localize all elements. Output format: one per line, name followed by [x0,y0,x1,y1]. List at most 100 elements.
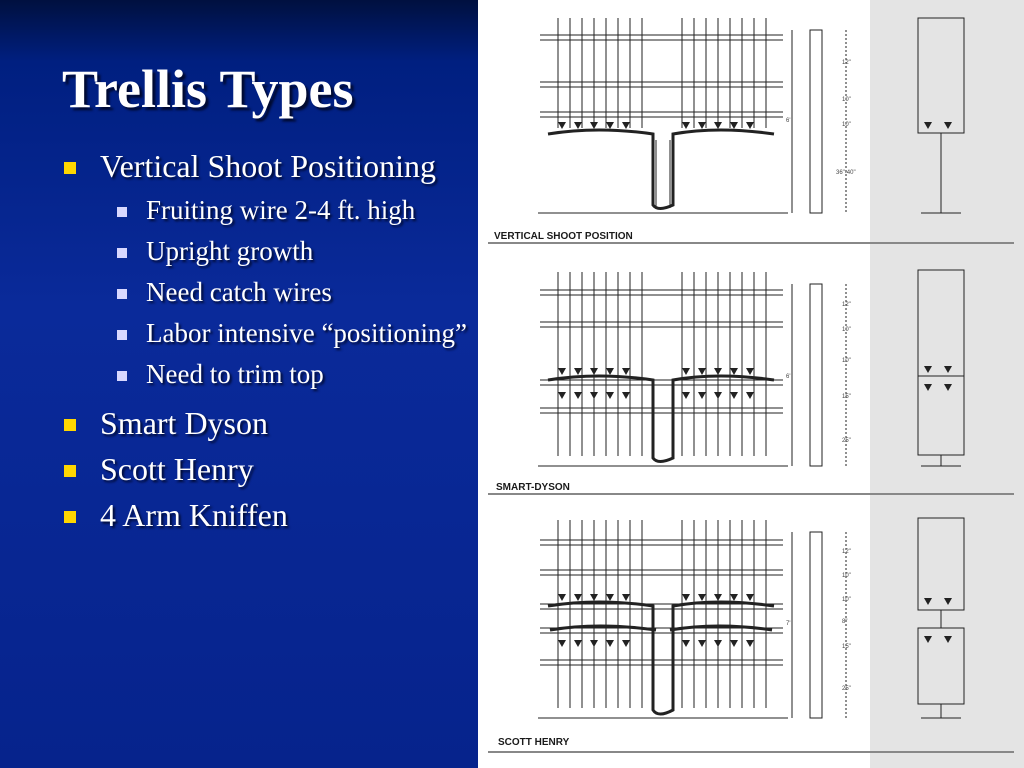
grape-cluster-icon [682,122,690,129]
dimension-label: 15" [842,644,851,650]
grape-cluster-icon [924,384,932,391]
grape-cluster-icon [622,594,630,601]
grape-cluster-icon [574,392,582,399]
bullet-smart-dyson: Smart Dyson [62,405,478,441]
bullet-list: Vertical Shoot Positioning Fruiting wire… [62,148,478,543]
dimension-label: 10" [842,327,851,333]
grape-cluster-icon [698,122,706,129]
square-bullet-icon [117,330,127,340]
grape-cluster-icon [714,640,722,647]
grape-cluster-icon [714,594,722,601]
panel-caption: SMART-DYSON [496,482,570,493]
bullet-label: Scott Henry [100,451,254,487]
dimension-label: 10" [842,573,851,579]
grape-cluster-icon [924,122,932,129]
grape-cluster-icon [622,392,630,399]
sub-bullet-item: Labor intensive “positioning” [100,317,478,350]
bullet-vsp: Vertical Shoot Positioning [62,148,478,184]
grape-cluster-icon [730,392,738,399]
panel-scott-henry [538,517,965,719]
grape-cluster-icon [944,366,952,373]
dimension-label: 10" [842,97,851,103]
bullet-label: 4 Arm Kniffen [100,497,288,533]
square-bullet-icon [64,465,76,477]
grape-cluster-icon [606,122,614,129]
grape-clusters [558,122,952,647]
grape-cluster-icon [730,594,738,601]
sub-bullet-label: Need catch wires [146,277,332,307]
grape-cluster-icon [590,594,598,601]
square-bullet-icon [117,248,127,258]
dimension-label: 10" [842,122,851,128]
grape-cluster-icon [714,392,722,399]
bullet-label: Smart Dyson [100,405,268,441]
grape-cluster-icon [730,368,738,375]
bullet-label: Vertical Shoot Positioning [100,148,436,184]
grape-cluster-icon [606,392,614,399]
grape-cluster-icon [558,594,566,601]
panel-smart-dyson [538,269,965,467]
grape-cluster-icon [698,594,706,601]
dimension-label: 10" [842,358,851,364]
grape-cluster-icon [682,594,690,601]
grape-cluster-icon [606,640,614,647]
grape-cluster-icon [558,122,566,129]
grape-cluster-icon [698,640,706,647]
sub-bullet-list: Fruiting wire 2-4 ft. high Upright growt… [62,194,478,391]
grape-cluster-icon [590,640,598,647]
grape-cluster-icon [714,122,722,129]
bullet-4-arm-kniffen: 4 Arm Kniffen [62,497,478,533]
dimension-label: 12" [842,60,851,66]
grape-cluster-icon [590,122,598,129]
post-height-label: 6' [786,374,790,380]
sub-bullet-label: Labor intensive “positioning” [146,318,467,348]
sub-bullet-item: Fruiting wire 2-4 ft. high [100,194,478,227]
grape-cluster-icon [944,636,952,643]
grape-cluster-icon [746,640,754,647]
grape-cluster-icon [944,122,952,129]
sub-bullet-item: Need catch wires [100,276,478,309]
dimension-label: 12" [842,302,851,308]
grape-cluster-icon [698,392,706,399]
square-bullet-icon [64,162,76,174]
square-bullet-icon [117,371,127,381]
grape-cluster-icon [574,122,582,129]
grape-cluster-icon [714,368,722,375]
post-height-label: 6' [786,118,790,124]
sub-bullet-label: Fruiting wire 2-4 ft. high [146,195,416,225]
grape-cluster-icon [746,368,754,375]
square-bullet-icon [64,511,76,523]
grape-cluster-icon [622,122,630,129]
sub-bullet-label: Need to trim top [146,359,324,389]
slide-title: Trellis Types [62,59,354,119]
grape-cluster-icon [730,122,738,129]
grape-cluster-icon [924,366,932,373]
trellis-diagram-figure: 6' 12" 10" 10" 36"-40" VERTICAL SHOOT PO… [478,0,1024,768]
panel-vsp [538,17,965,214]
grape-cluster-icon [574,640,582,647]
dimension-label: 15" [842,394,851,400]
grape-cluster-icon [590,392,598,399]
dimension-label: 36"-40" [836,170,856,176]
grape-cluster-icon [698,368,706,375]
grape-cluster-icon [682,392,690,399]
panel-caption: VERTICAL SHOOT POSITION [494,231,633,242]
grape-cluster-icon [622,640,630,647]
square-bullet-icon [117,289,127,299]
grape-cluster-icon [924,636,932,643]
grape-cluster-icon [622,368,630,375]
grape-cluster-icon [746,392,754,399]
grape-cluster-icon [574,594,582,601]
square-bullet-icon [117,207,127,217]
grape-cluster-icon [924,598,932,605]
grape-cluster-icon [944,598,952,605]
grape-cluster-icon [682,368,690,375]
dimension-label: 25" [842,438,851,444]
sub-bullet-item: Need to trim top [100,358,478,391]
sub-bullet-item: Upright growth [100,235,478,268]
dimension-label: 12" [842,549,851,555]
square-bullet-icon [64,419,76,431]
grape-cluster-icon [558,640,566,647]
grape-cluster-icon [944,384,952,391]
grape-cluster-icon [746,122,754,129]
